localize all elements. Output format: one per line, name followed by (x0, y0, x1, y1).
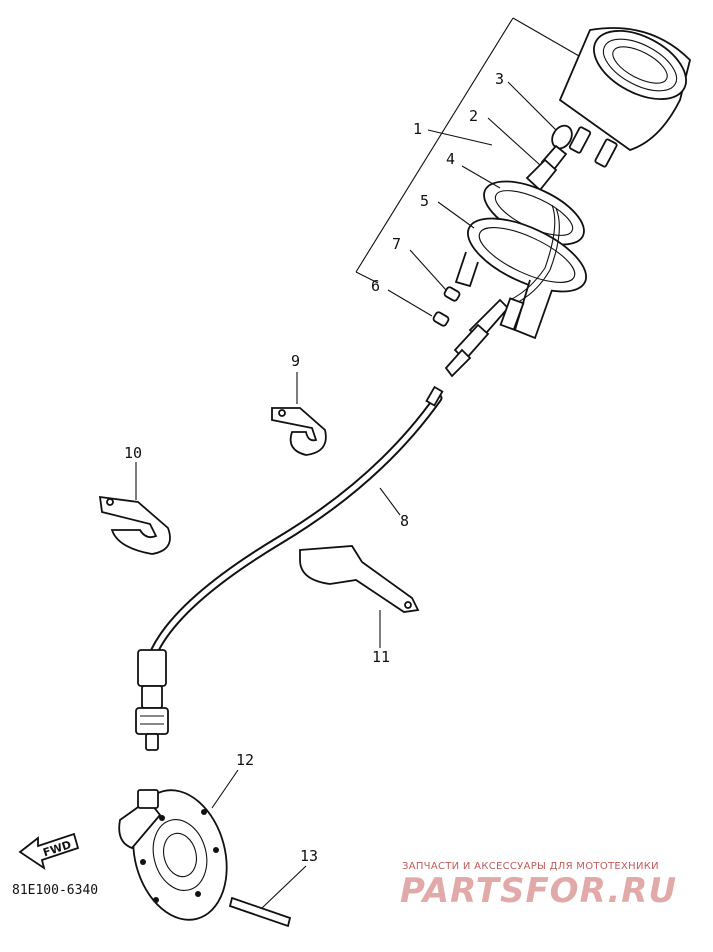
callout-7: 7 (392, 235, 401, 253)
bulb-and-socket (525, 124, 573, 192)
callout-2: 2 (469, 107, 478, 125)
speedometer-head (558, 27, 691, 168)
cable-clamp-9 (271, 372, 327, 456)
callout-8: 8 (400, 512, 409, 530)
callout-9: 9 (291, 352, 300, 370)
callout-10: 10 (124, 444, 142, 462)
callout-5: 5 (420, 192, 429, 210)
leader-lines-upper (387, 81, 557, 317)
watermark-tagline: ЗАПЧАСТИ И АКСЕССУАРЫ ДЛЯ МОТОТЕХНИКИ (402, 861, 659, 872)
speedometer-cable (135, 385, 444, 751)
forward-arrow-icon: FWD (18, 832, 80, 871)
assembly-bracket (355, 17, 587, 284)
cable-guide-11 (299, 545, 420, 648)
meter-gear-unit (118, 769, 239, 921)
watermark-brand: PARTSFOR.RU (400, 871, 677, 911)
forward-label: FWD (41, 838, 72, 859)
callout-4: 4 (446, 150, 455, 168)
callout-6: 6 (371, 277, 380, 295)
callout-13: 13 (300, 847, 318, 865)
meter-drive-end (444, 297, 525, 378)
callout-3: 3 (495, 70, 504, 88)
callout-11: 11 (372, 648, 390, 666)
callout-12: 12 (236, 751, 254, 769)
damper-rings (454, 180, 588, 340)
callout-1: 1 (413, 120, 422, 138)
drive-pin-13 (228, 865, 307, 928)
drawing-code: 81E100-6340 (12, 883, 98, 898)
indicator-bulbs (432, 286, 461, 327)
cable-clamp-10 (98, 462, 171, 555)
